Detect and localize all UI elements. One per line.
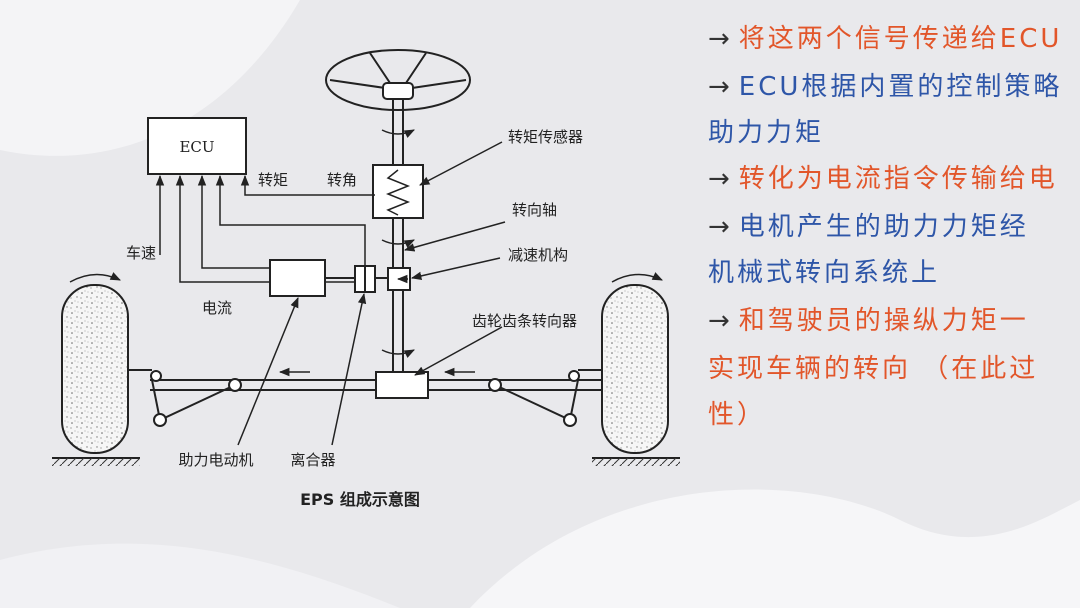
ecu-label: ECU [179,138,214,156]
note-text: 电机产生的助力力矩经 [738,212,1029,242]
eps-diagram: ECU 转矩传感器 转矩 转角 转向轴 车速 减速机构 电流 齿轮齿条转向器 助… [52,49,680,509]
note-line: →将这两个信号传递给ECU [708,18,1062,55]
assist-motor [269,259,326,297]
steering-hub [382,82,414,100]
note-line: →ECU根据内置的控制策略 [708,66,1062,103]
right-wheel [601,284,669,454]
torque-sensor-label: 转矩传感器 [508,128,583,146]
note-line: 机械式转向系统上 [708,252,940,289]
arrow-icon: → [708,212,733,242]
note-text: 实现车辆的转向 （在此过 [708,354,1039,384]
vehicle-speed-label: 车速 [126,244,156,262]
clutch-label: 离合器 [290,451,335,469]
note-text: ECU根据内置的控制策略 [738,72,1063,102]
arrow-icon: → [708,164,733,194]
diagram-caption: EPS 组成示意图 [300,490,420,509]
note-text: 机械式转向系统上 [708,258,941,288]
angle-label: 转角 [327,171,357,189]
note-line: 实现车辆的转向 （在此过 [708,348,1038,385]
left-wheel [61,284,129,454]
steering-wheel [325,49,471,111]
note-text: 和驾驶员的操纵力矩一 [738,306,1029,336]
note-line: 性） [708,394,766,431]
ecu-box [147,117,247,175]
note-text: 助力力矩 [708,118,825,148]
torque-label: 转矩 [258,171,288,189]
steering-shaft-label: 转向轴 [512,201,557,219]
arrow-icon: → [708,72,733,102]
note-line: →和驾驶员的操纵力矩一 [708,300,1029,337]
note-line: 助力力矩 [708,112,824,149]
note-text: 性） [708,400,767,430]
torque-sensor [372,164,424,219]
note-text: 将这两个信号传递给ECU [738,24,1063,54]
rack-gear-box [375,371,429,399]
note-line: →电机产生的助力力矩经 [708,206,1029,243]
reducer-label: 减速机构 [508,246,568,264]
arrow-icon: → [708,24,733,54]
note-text: 转化为电流指令传输给电 [738,164,1058,194]
current-label: 电流 [202,299,232,317]
rack-gear-label: 齿轮齿条转向器 [472,312,577,330]
note-line: →转化为电流指令传输给电 [708,158,1058,195]
assist-motor-label: 助力电动机 [178,451,253,469]
arrow-icon: → [708,306,733,336]
notes-panel: →将这两个信号传递给ECU→ECU根据内置的控制策略助力力矩→转化为电流指令传输… [700,0,1080,608]
